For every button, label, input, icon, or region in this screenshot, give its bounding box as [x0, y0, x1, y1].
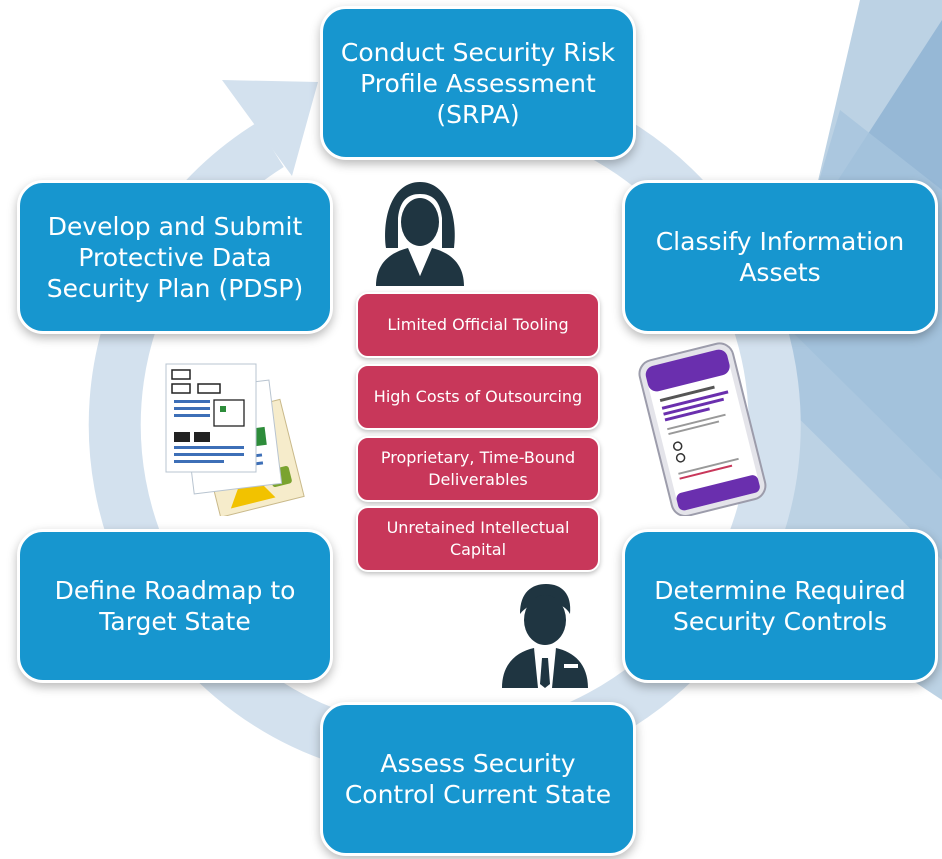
challenge-intellectual-capital: Unretained Intellectual Capital — [356, 506, 600, 572]
step-develop-pdsp-label: Develop and Submit Protective Data Secur… — [46, 211, 304, 303]
step-determine-controls[interactable]: Determine Required Security Controls — [622, 529, 938, 683]
challenge-intellectual-capital-label: Unretained Intellectual Capital — [386, 518, 570, 559]
step-develop-pdsp[interactable]: Develop and Submit Protective Data Secur… — [17, 180, 333, 334]
step-classify-assets[interactable]: Classify Information Assets — [622, 180, 938, 334]
step-srpa[interactable]: Conduct Security Risk Profile Assessment… — [320, 6, 636, 160]
challenge-limited-tooling: Limited Official Tooling — [356, 292, 600, 358]
mobile-app-icon — [638, 342, 767, 516]
step-determine-controls-label: Determine Required Security Controls — [654, 576, 906, 636]
challenge-outsourcing-costs-label: High Costs of Outsourcing — [373, 387, 583, 406]
document-stack-icon — [165, 363, 305, 516]
challenge-outsourcing-costs: High Costs of Outsourcing — [356, 364, 600, 430]
challenge-proprietary-deliverables: Proprietary, Time-Bound Deliverables — [356, 436, 600, 502]
cycle-ring-arrowhead — [222, 80, 318, 176]
step-srpa-label: Conduct Security Risk Profile Assessment… — [340, 37, 616, 129]
challenge-proprietary-deliverables-label: Proprietary, Time-Bound Deliverables — [380, 448, 576, 489]
step-define-roadmap-label: Define Roadmap to Target State — [54, 576, 296, 636]
female-user-icon — [376, 182, 464, 286]
step-classify-assets-label: Classify Information Assets — [655, 227, 905, 287]
step-define-roadmap[interactable]: Define Roadmap to Target State — [17, 529, 333, 683]
male-user-icon — [502, 584, 588, 688]
step-assess-current-state[interactable]: Assess Security Control Current State — [320, 702, 636, 856]
challenge-limited-tooling-label: Limited Official Tooling — [387, 315, 569, 334]
step-assess-current-state-label: Assess Security Control Current State — [344, 749, 612, 809]
